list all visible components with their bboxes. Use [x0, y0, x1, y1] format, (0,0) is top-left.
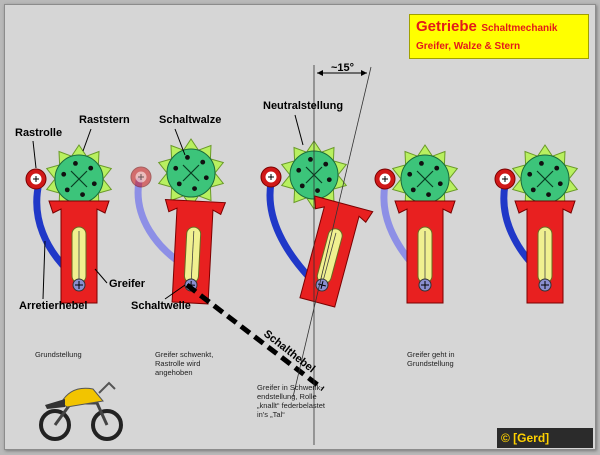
shift-shaft-mark	[541, 281, 549, 289]
title-sub: Schaltmechanik	[481, 23, 558, 34]
diagram-frame: ~15° Rastrolle Raststern Schaltwalze Neutral…	[4, 4, 596, 450]
credit-badge: © [Gerd]	[497, 428, 593, 448]
drum-pin	[203, 175, 209, 181]
seat	[45, 399, 65, 409]
rear-wheel	[39, 409, 71, 441]
roller-axis-mark	[502, 176, 508, 182]
caption-stage2-line-2: Rastrolle wird	[155, 359, 200, 368]
roller-axis-mark	[33, 176, 39, 182]
drum-axis-mark	[70, 170, 88, 188]
gripper	[299, 195, 374, 308]
shift-shaft-mark	[75, 281, 83, 289]
angle-label: ~15°	[331, 62, 354, 74]
label-schaltwalze: Schaltwalze	[159, 114, 221, 126]
pointer-raststern	[82, 128, 92, 152]
pointer-schaltwalze	[174, 128, 186, 156]
label-schalthebel: Schalthebel	[261, 328, 317, 375]
slot-centerline	[323, 232, 337, 280]
title-line-2: Greifer, Walze & Stern	[416, 41, 521, 52]
drum-pin	[539, 160, 544, 166]
drum-pin	[192, 186, 197, 192]
title-main: Getriebe	[416, 18, 477, 35]
stage-3	[260, 140, 374, 308]
caption-stage3-line-1: Greifer in Schwenk-	[257, 383, 323, 392]
drum-pin	[437, 181, 443, 187]
tank	[60, 387, 104, 408]
gripper	[164, 199, 227, 305]
angle-arrowheads	[317, 70, 367, 76]
drum-axis-mark	[536, 170, 554, 188]
caption-stage2-line-3: angehoben	[155, 368, 193, 377]
drum-pin	[308, 156, 313, 162]
title-box: Getriebe Schaltmechanik Greifer, Walze &…	[409, 14, 589, 59]
motorcycle-illustration	[39, 381, 123, 441]
drum-pin	[315, 188, 320, 194]
label-greifer: Greifer	[109, 278, 146, 290]
label-neutralstellung: Neutralstellung	[263, 100, 343, 112]
stage-4	[374, 144, 459, 304]
drum-pin	[80, 192, 85, 198]
drum-pin	[326, 177, 332, 183]
label-rastrolle: Rastrolle	[15, 127, 62, 139]
drum-pin	[546, 192, 551, 198]
gripper	[514, 200, 576, 304]
label-arretierhebel: Arretierhebel	[19, 300, 87, 312]
drum-pin	[200, 159, 206, 165]
handlebar	[98, 381, 116, 394]
drum-pin	[527, 171, 533, 177]
drum-pin	[554, 165, 560, 171]
drum-pin	[407, 171, 413, 177]
drum-pin	[185, 154, 190, 160]
drum-pin	[173, 165, 179, 171]
caption-stage3-line-2: endstellung, Rolle	[257, 392, 317, 401]
drum-pin	[419, 160, 424, 166]
gripper	[48, 200, 110, 304]
drum-pin	[426, 192, 431, 198]
caption-stage4-line-2: Grundstellung	[407, 359, 454, 368]
roller-axis-mark	[268, 174, 274, 180]
shift-shaft-mark	[421, 281, 429, 289]
drum-pin	[176, 181, 182, 187]
caption-stage4-line-1: Greifer geht in	[407, 350, 455, 359]
stage-2	[130, 138, 227, 305]
caption-stage3-line-3: „knallt“ federbelastet	[257, 401, 326, 410]
caption-stage2-line-1: Greifer schwenkt,	[155, 350, 213, 359]
detent-lever	[266, 179, 313, 281]
drum-pin	[61, 171, 67, 177]
title-line-1: Getriebe Schaltmechanik	[416, 18, 557, 36]
pointer-neutralstellung	[294, 114, 304, 146]
caption-stage1-line-1: Grundstellung	[35, 350, 82, 359]
stage-5	[494, 144, 579, 304]
drum-pin	[299, 183, 305, 189]
drum-pin	[73, 160, 78, 166]
drum-pin	[557, 181, 563, 187]
drum-pin	[323, 161, 329, 167]
label-raststern: Raststern	[79, 114, 130, 126]
stage-1	[25, 144, 113, 304]
slot-centerline	[190, 231, 195, 280]
drum-pin	[64, 187, 70, 193]
drum-axis-mark	[182, 164, 200, 182]
roller-axis-mark	[382, 176, 388, 182]
drum-pin	[296, 167, 302, 173]
pointer-arretierhebel	[42, 240, 46, 300]
front-wheel	[91, 409, 123, 441]
pointer-greifer	[94, 268, 108, 284]
drum-pin	[530, 187, 536, 193]
drum-pin	[434, 165, 440, 171]
rotated-axis-line	[292, 66, 372, 398]
pointer-rastrolle	[32, 140, 37, 169]
drum-pin	[410, 187, 416, 193]
drum-axis-mark	[416, 170, 434, 188]
shift-lever-line	[185, 283, 325, 391]
gearbox-diagram: ~15° Rastrolle Raststern Schaltwalze Neutral…	[15, 62, 579, 445]
label-schaltwelle: Schaltwelle	[131, 300, 191, 312]
caption-stage3-line-4: in's „Tal“	[257, 410, 285, 419]
roller-axis-mark	[138, 174, 144, 180]
pointer-schaltwelle	[164, 284, 186, 300]
gripper	[394, 200, 456, 304]
drum-pin	[88, 165, 94, 171]
drum-pin	[91, 181, 97, 187]
